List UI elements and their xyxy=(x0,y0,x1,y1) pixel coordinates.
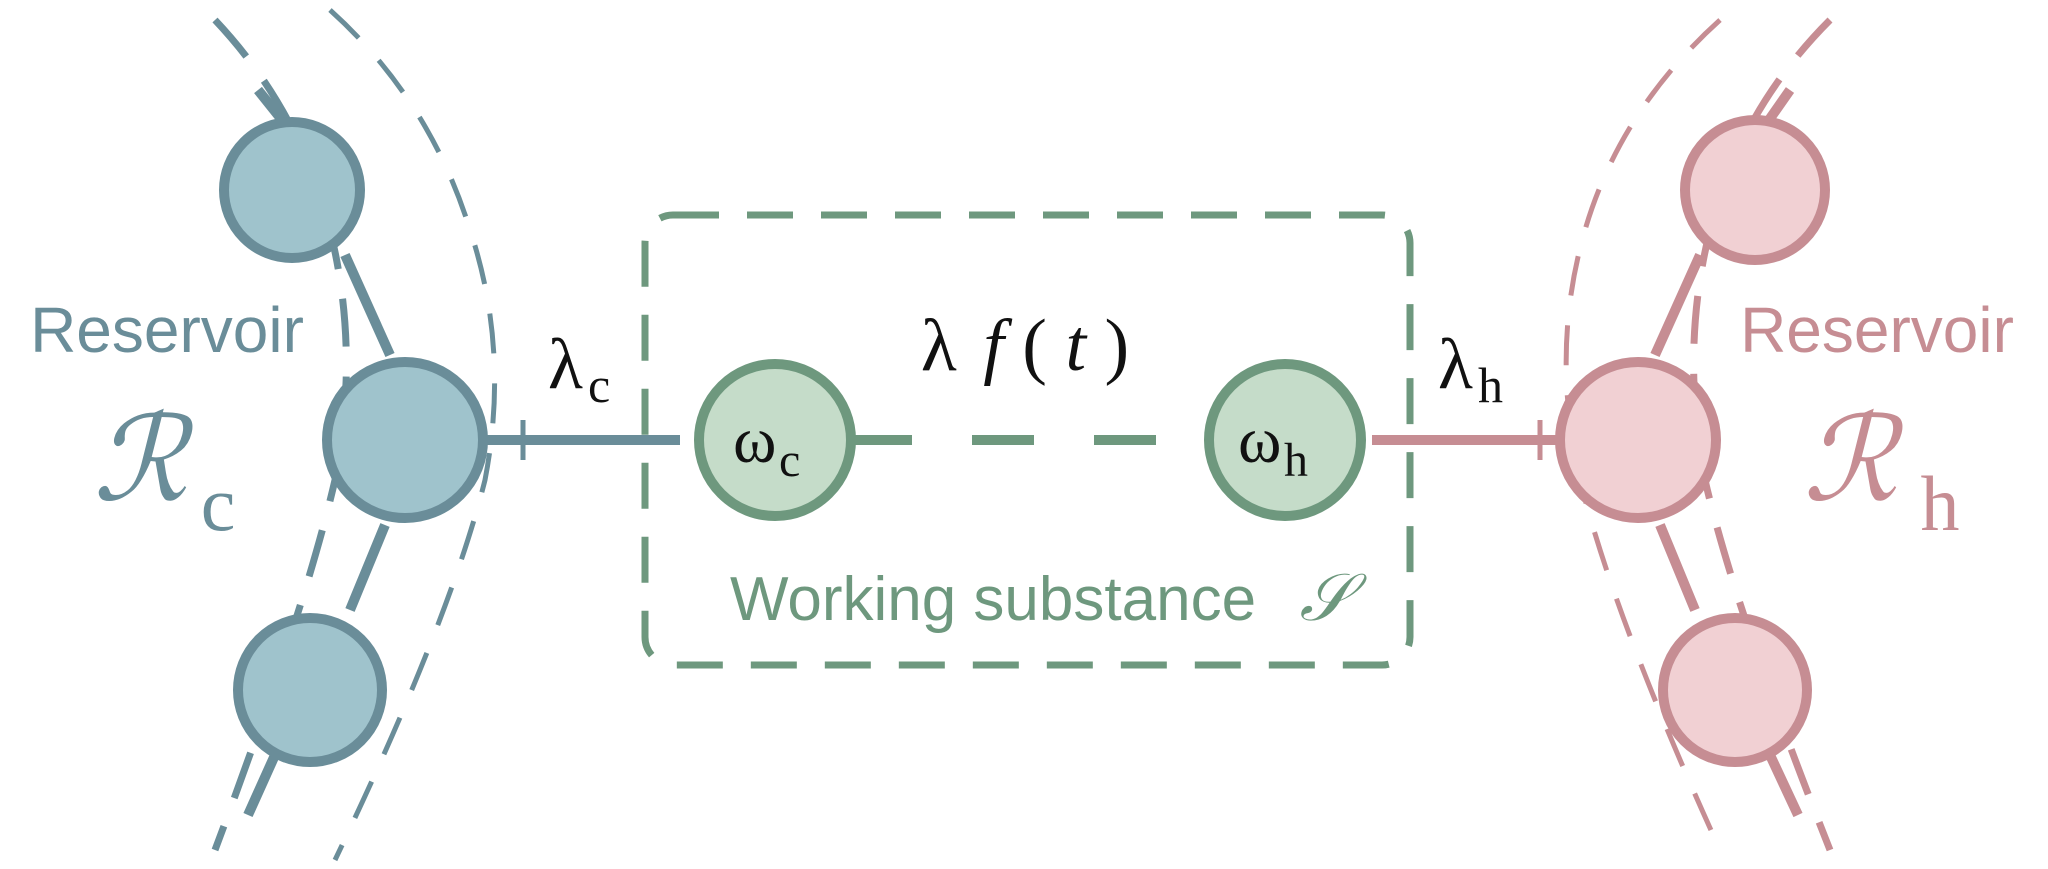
hot-reservoir: Reservoir ℛ h xyxy=(1555,17,2014,852)
hot-oscillator-symbol: ω xyxy=(1238,404,1281,477)
cold-reservoir-oscillator xyxy=(219,117,365,263)
hot-coupling-symbol: λ xyxy=(1438,324,1473,404)
working-substance-word: Working substance xyxy=(730,565,1256,634)
cold-oscillator-subscript: c xyxy=(779,434,800,487)
cold-reservoir-subscript: c xyxy=(201,460,236,547)
hot-reservoir-word: Reservoir xyxy=(1740,294,2014,366)
hot-reservoir-subscript: h xyxy=(1921,460,1960,547)
cold-reservoir-symbol: ℛ xyxy=(93,390,195,528)
cold-chain-bond xyxy=(345,523,390,612)
hot-coupling: λ h xyxy=(1372,324,1560,460)
interaction-label: λ f ( t ) xyxy=(921,305,1129,387)
hot-chain-bond xyxy=(1650,252,1705,358)
cold-reservoir-word: Reservoir xyxy=(30,294,304,366)
interaction-func: f xyxy=(983,305,1013,387)
hot-reservoir-oscillator-coupled xyxy=(1555,357,1721,523)
hot-reservoir-inner-boundary xyxy=(1563,18,1723,852)
cold-reservoir-oscillator xyxy=(233,613,387,767)
cold-coupling-subscript: c xyxy=(588,357,610,413)
cold-chain-bond xyxy=(243,752,280,818)
cold-reservoir: Reservoir ℛ c xyxy=(30,8,498,862)
working-substance: ω c ω h λ f ( t ) Working substance 𝒮 xyxy=(641,211,1414,669)
interaction-arg: t xyxy=(1065,305,1088,387)
cold-reservoir-outer-boundary xyxy=(328,8,498,862)
cold-reservoir-oscillator-coupled xyxy=(322,357,488,523)
cold-coupling: λ c xyxy=(483,324,680,460)
interaction-close-paren: ) xyxy=(1105,305,1130,387)
hot-chain-bond xyxy=(1765,752,1803,818)
working-substance-symbol: 𝒮 xyxy=(1299,559,1367,636)
hot-chain-bond xyxy=(1655,523,1700,612)
hot-reservoir-oscillator xyxy=(1680,115,1830,265)
cold-oscillator-symbol: ω xyxy=(733,404,776,477)
cold-coupling-symbol: λ xyxy=(548,324,583,404)
hot-reservoir-symbol: ℛ xyxy=(1803,390,1905,528)
hot-reservoir-oscillator xyxy=(1658,613,1812,767)
hot-oscillator-subscript: h xyxy=(1284,434,1308,487)
cold-chain-bond xyxy=(340,252,395,358)
cold-system-oscillator xyxy=(694,359,856,521)
hot-coupling-subscript: h xyxy=(1478,357,1503,413)
interaction-open-paren: ( xyxy=(1022,305,1047,387)
interaction-lambda: λ xyxy=(921,305,957,387)
hot-system-oscillator xyxy=(1204,359,1366,521)
